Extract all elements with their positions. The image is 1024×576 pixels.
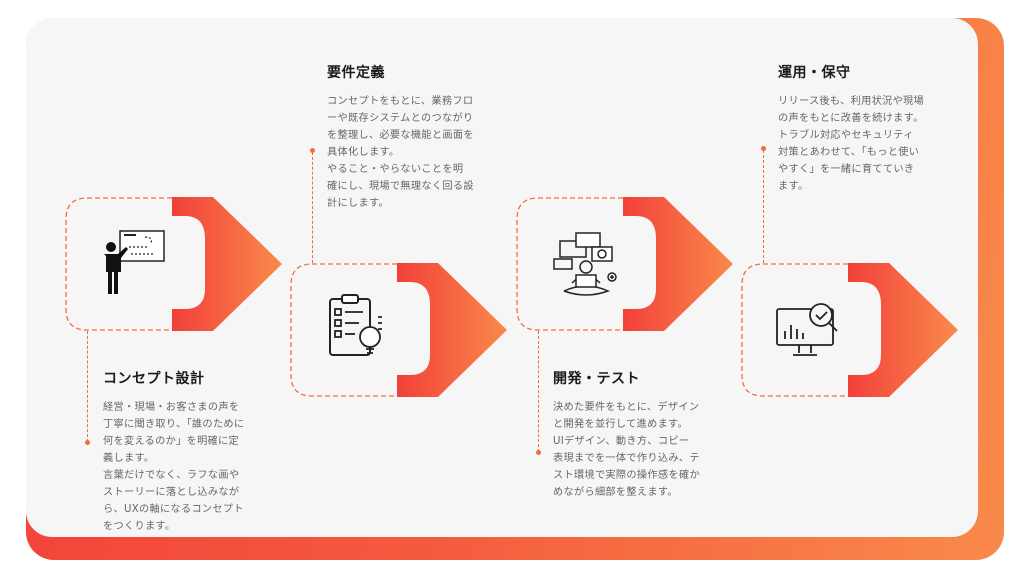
connector-dot (761, 146, 766, 151)
step-requirements: 要件定義 コンセプトをもとに、業務フロ ーや既存システムとのつながり を整理し、… (327, 62, 505, 212)
connector-dot (310, 148, 315, 153)
step-description: 経営・現場・お客さまの声を 丁寧に聞き取り、「誰のために 何を変えるのか」を明確… (103, 402, 245, 532)
step-operations: 運用・保守 リリース後も、利用状況や現場 の声をもとに改善を続けます。 トラブル… (778, 62, 956, 195)
developer-laptop-icon (553, 232, 617, 296)
checklist-lightbulb-icon (329, 294, 382, 356)
step-card-operations (741, 263, 961, 397)
dashed-connector (312, 152, 313, 263)
step-development: 開発・テスト 決めた要件をもとに、デザイン と開発を並行して進めます。 UIデザ… (553, 368, 731, 501)
step-card-development (516, 197, 736, 331)
dashed-connector (538, 331, 539, 452)
step-title: 要件定義 (327, 65, 385, 81)
step-card-concept (65, 197, 285, 331)
presenter-whiteboard-icon (104, 230, 165, 294)
step-title: 運用・保守 (778, 65, 851, 81)
step-card-requirements (290, 263, 510, 397)
connector-dot (85, 440, 90, 445)
content-panel (26, 18, 978, 537)
step-concept: コンセプト設計 経営・現場・お客さまの声を 丁寧に聞き取り、「誰のために 何を変… (103, 368, 281, 535)
dashed-connector (87, 331, 88, 442)
step-title: コンセプト設計 (103, 371, 205, 387)
connector-dot (536, 450, 541, 455)
step-description: 決めた要件をもとに、デザイン と開発を並行して進めます。 UIデザイン、動き方、… (553, 402, 700, 498)
step-title: 開発・テスト (553, 371, 640, 387)
step-description: リリース後も、利用状況や現場 の声をもとに改善を続けます。 トラブル対応やセキュ… (778, 96, 925, 192)
dashed-connector (763, 150, 764, 263)
monitor-analytics-icon (776, 303, 838, 356)
step-description: コンセプトをもとに、業務フロ ーや既存システムとのつながり を整理し、必要な機能… (327, 96, 474, 209)
